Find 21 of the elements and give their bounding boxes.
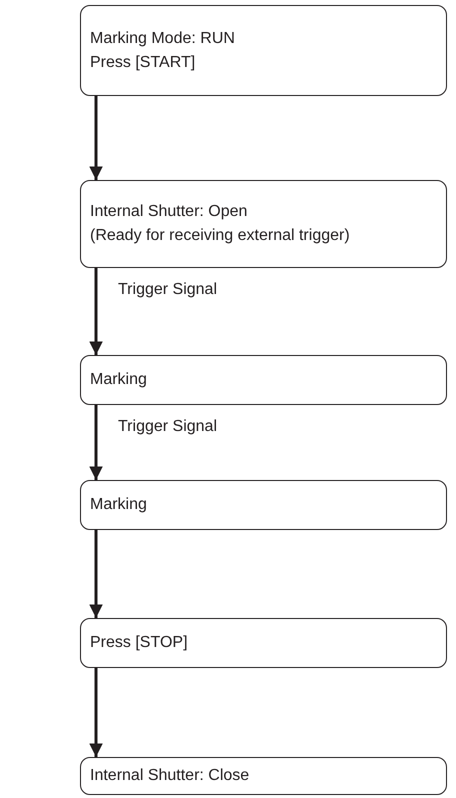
arrow bbox=[89, 268, 103, 355]
arrow bbox=[89, 405, 103, 480]
box-text: Marking bbox=[90, 370, 148, 390]
process-box bbox=[80, 757, 447, 795]
process-box bbox=[80, 618, 447, 668]
process-box bbox=[80, 355, 447, 405]
box-text: Press [STOP] bbox=[90, 633, 189, 653]
arrow bbox=[89, 668, 103, 757]
arrow bbox=[89, 96, 103, 180]
box-text: Marking Mode: RUN bbox=[90, 28, 236, 48]
process-box bbox=[80, 180, 447, 268]
box-text: Internal Shutter: Close bbox=[90, 766, 250, 786]
edge-label: Trigger Signal bbox=[118, 280, 218, 300]
edge-label: Trigger Signal bbox=[118, 417, 218, 437]
arrow bbox=[89, 530, 103, 618]
box-text: Internal Shutter: Open bbox=[90, 202, 248, 222]
process-box bbox=[80, 480, 447, 530]
box-text: (Ready for receiving external trigger) bbox=[90, 226, 351, 246]
box-text: Press [START] bbox=[90, 52, 196, 72]
box-text: Marking bbox=[90, 495, 148, 515]
process-box bbox=[80, 5, 447, 96]
